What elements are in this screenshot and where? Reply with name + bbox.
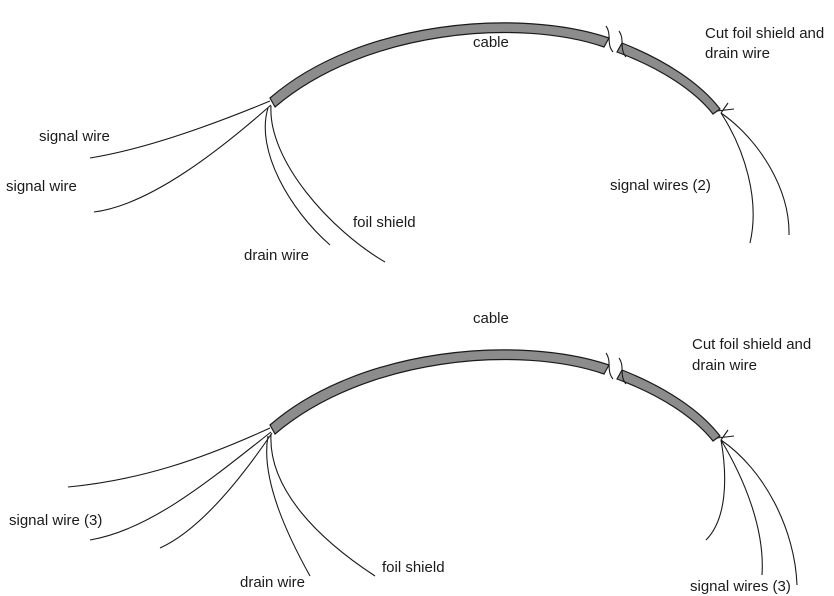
signal-wire-right-2: [720, 439, 763, 576]
signal-wire-right-2: [720, 112, 790, 236]
signal-wire-upper: [89, 100, 271, 159]
foil-shield-label: foil shield: [382, 559, 445, 576]
signal-wires-right-label: signal wires (3): [690, 578, 791, 595]
cut-note-line1: Cut foil shield and: [692, 336, 811, 353]
signal-wire-lower: [93, 104, 272, 213]
cut-note-line2: drain wire: [692, 357, 757, 374]
foil-shield: [270, 433, 376, 577]
signal-wire-label: signal wire (3): [9, 512, 102, 529]
signal-wire-2: [89, 431, 272, 541]
panel-top: cable Cut foil shield and drain wire sig…: [6, 22, 824, 264]
signal-wire-label-b: signal wire: [6, 178, 77, 195]
drain-wire-label: drain wire: [244, 247, 309, 264]
cable-break-mark: [605, 352, 627, 385]
signal-wire-label-a: signal wire: [39, 128, 110, 145]
drain-wire: [264, 107, 331, 246]
foil-shield-label: foil shield: [353, 214, 416, 231]
drain-wire: [266, 435, 311, 577]
drain-wire-label: drain wire: [240, 574, 305, 591]
cut-end-mark: [716, 102, 735, 114]
cut-note-line2: drain wire: [705, 45, 770, 62]
cut-end-mark: [716, 429, 735, 441]
signal-wire-1: [67, 427, 271, 488]
cable-jacket-left: [269, 349, 610, 435]
cable-jacket-right: [616, 42, 721, 115]
signal-wires-right-label: signal wires (2): [610, 177, 711, 194]
cut-note-line1: Cut foil shield and: [705, 25, 824, 42]
signal-wire-right-1: [720, 112, 754, 244]
cable-label: cable: [473, 310, 509, 327]
cable-jacket-right: [616, 369, 721, 442]
panel-bottom: cable Cut foil shield and drain wire sig…: [9, 310, 811, 595]
cable-label: cable: [473, 34, 509, 51]
signal-wire-right-1: [705, 439, 726, 541]
foil-shield: [270, 105, 386, 263]
signal-wire-3: [159, 432, 273, 549]
cable-break-mark: [605, 25, 627, 58]
cable-jacket-left: [269, 22, 610, 108]
signal-wire-right-3: [720, 439, 798, 586]
